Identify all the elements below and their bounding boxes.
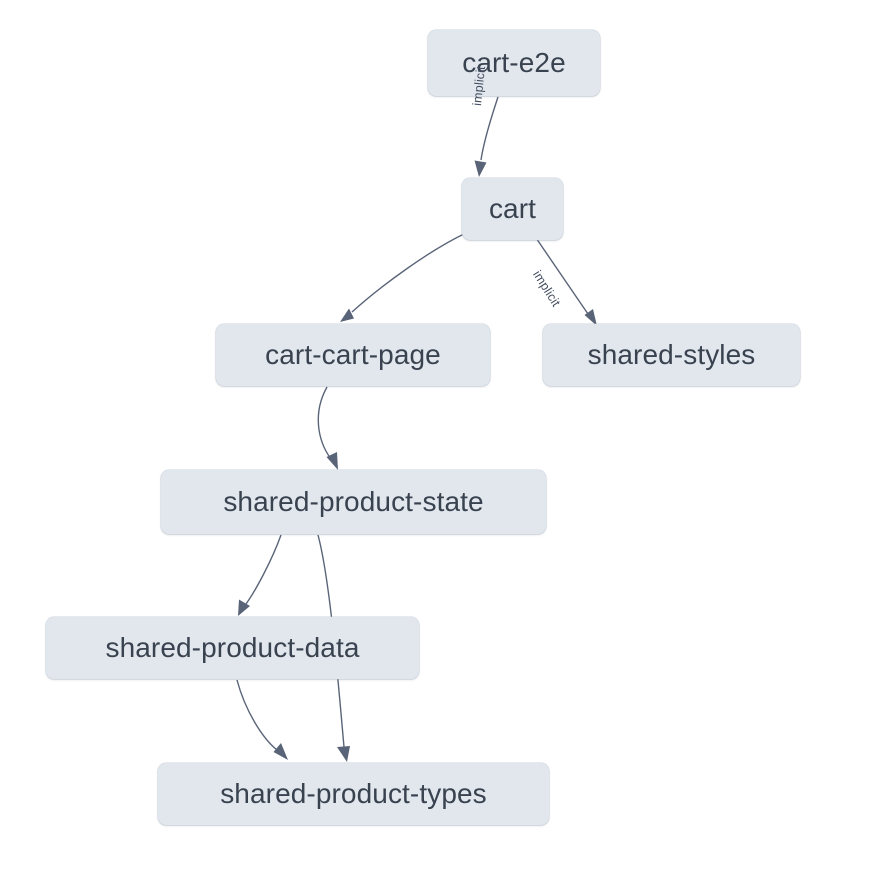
node-label: shared-styles	[587, 339, 756, 370]
edge-path	[236, 679, 278, 751]
node-shared-product-state[interactable]: shared-product-state	[161, 470, 546, 534]
node-cart-cart-page[interactable]: cart-cart-page	[216, 324, 490, 386]
node-shared-product-types[interactable]: shared-product-types	[158, 763, 549, 825]
node-cart[interactable]: cart	[462, 178, 563, 240]
edge-shared-product-data-to-shared-product-types	[236, 679, 288, 760]
edge-arrowhead	[474, 160, 487, 177]
node-shared-styles[interactable]: shared-styles	[543, 324, 800, 386]
node-label: cart-cart-page	[265, 339, 441, 370]
edge-arrowhead	[238, 599, 250, 616]
edge-label-implicit-cart-shared-styles: implicit	[530, 268, 564, 310]
edge-cart-cart-page-to-shared-product-state	[317, 386, 338, 470]
edge-arrowhead	[337, 746, 350, 762]
edge-cart-e2e-to-cart	[474, 96, 499, 177]
node-shared-product-data[interactable]: shared-product-data	[46, 617, 419, 679]
edge-path	[317, 386, 332, 460]
edge-path	[245, 534, 282, 605]
node-label: shared-product-types	[220, 778, 487, 809]
node-label: cart	[488, 193, 537, 224]
node-label: shared-product-state	[223, 486, 484, 517]
edge-cart-to-cart-cart-page	[340, 232, 467, 322]
edge-shared-product-state-to-shared-product-types-head	[337, 746, 350, 762]
node-cart-e2e[interactable]: cart-e2e	[428, 30, 600, 96]
node-label: shared-product-data	[105, 632, 360, 663]
node-label: cart-e2e	[462, 47, 566, 78]
edge-arrowhead	[340, 308, 354, 322]
edge-shared-product-state-to-shared-product-data	[238, 534, 282, 616]
edge-label-implicit-cart-e2e-cart: implicit	[470, 65, 489, 107]
edge-path	[351, 232, 467, 313]
edge-arrowhead	[326, 452, 338, 470]
edge-arrowhead	[273, 743, 288, 760]
